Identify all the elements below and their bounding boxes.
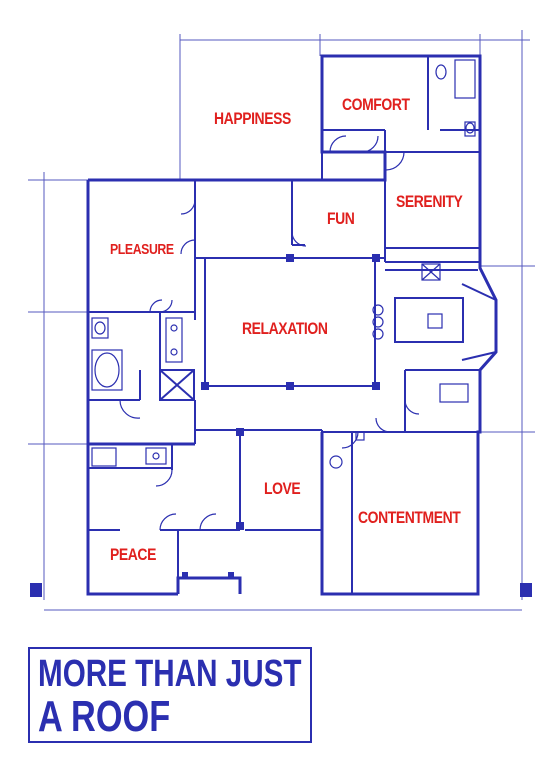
room-label-love: LOVE	[264, 479, 301, 498]
poster-title-line-1: MORE THAN JUST	[38, 653, 302, 695]
room-label-serenity: SERENITY	[396, 192, 463, 211]
room-label-peace: PEACE	[110, 545, 156, 564]
dimension-lines	[28, 30, 535, 611]
room-label-fun: FUN	[327, 209, 355, 228]
poster-title-box: MORE THAN JUST A ROOF	[28, 647, 312, 743]
columns	[182, 254, 380, 578]
room-label-pleasure: PLEASURE	[110, 241, 174, 258]
poster-title-line-2: A ROOF	[38, 692, 171, 741]
fixtures	[91, 59, 476, 469]
outer-walls	[86, 54, 498, 596]
room-label-relaxation: RELAXATION	[242, 319, 328, 338]
room-label-happiness: HAPPINESS	[214, 109, 291, 128]
room-label-comfort: COMFORT	[342, 95, 410, 114]
doors	[119, 135, 420, 531]
room-label-contentment: CONTENTMENT	[358, 508, 461, 527]
